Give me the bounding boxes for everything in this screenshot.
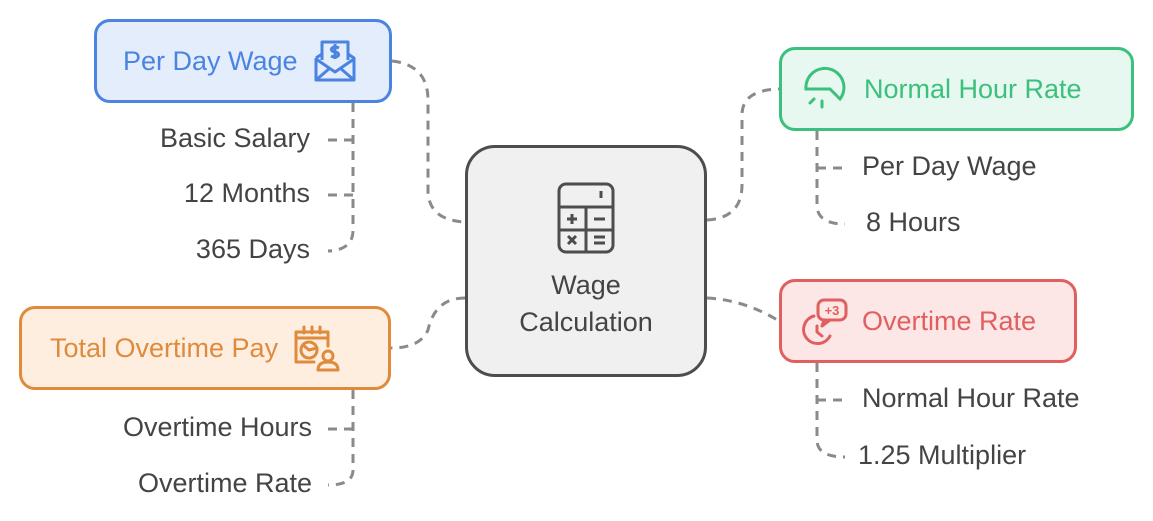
calendar-chart-user-icon <box>294 325 340 372</box>
leaf-basic-salary: Basic Salary <box>159 123 310 153</box>
timer-gauge-icon <box>804 66 846 109</box>
envelope-dollar-icon <box>314 40 356 82</box>
node-label: Per Day Wage <box>123 45 298 76</box>
calculator-icon <box>557 182 615 254</box>
node-label: Overtime Rate <box>862 305 1037 336</box>
leaf-1-25-multiplier: 1.25 Multiplier <box>858 440 1027 470</box>
center-node-wage-calculation[interactable]: Wage Calculation <box>465 145 707 377</box>
leaf-overtime-rate: Overtime Rate <box>137 468 312 498</box>
node-label: Normal Hour Rate <box>864 73 1082 104</box>
center-title: Wage Calculation <box>519 267 653 341</box>
node-total-overtime-pay[interactable]: Total Overtime Pay <box>19 306 391 390</box>
leaf-normal-hour-rate: Normal Hour Rate <box>862 383 1080 413</box>
svg-text:+3: +3 <box>825 303 840 318</box>
center-title-line2: Calculation <box>519 307 653 337</box>
leaf-12-months: 12 Months <box>183 178 310 208</box>
node-label: Total Overtime Pay <box>50 332 279 363</box>
leaf-per-day-wage: Per Day Wage <box>862 151 1037 181</box>
leaf-8-hours: 8 Hours <box>866 207 961 237</box>
node-per-day-wage[interactable]: Per Day Wage <box>94 19 392 103</box>
center-title-line1: Wage <box>551 270 621 300</box>
leaf-overtime-hours: Overtime Hours <box>122 412 312 442</box>
clock-plus-three-icon: +3 <box>802 298 848 346</box>
leaf-365-days: 365 Days <box>195 234 310 264</box>
node-normal-hour-rate[interactable]: Normal Hour Rate <box>779 47 1134 131</box>
node-overtime-rate[interactable]: +3 Overtime Rate <box>779 279 1077 363</box>
